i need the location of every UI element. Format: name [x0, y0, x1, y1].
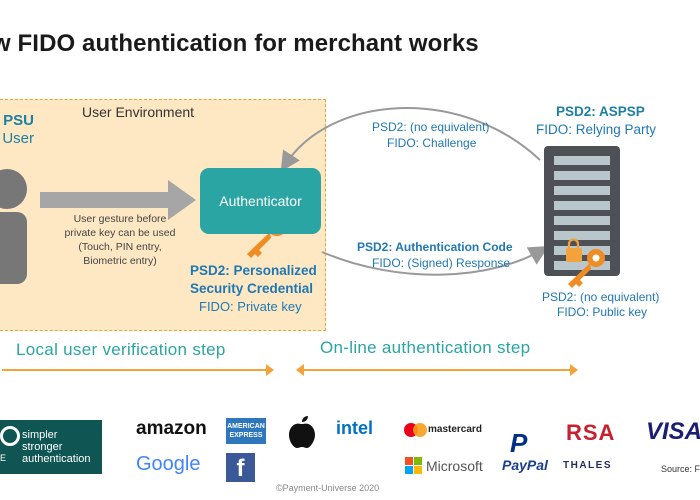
user-label: : User: [0, 130, 35, 147]
gesture-line-2: private key can be used: [64, 227, 176, 239]
mastercard-logo: [404, 423, 427, 437]
fido-line-2: stronger: [22, 441, 63, 453]
microsoft-text: Microsoft: [426, 458, 483, 474]
amex-line-2: EXPRESS: [229, 432, 263, 439]
person-icon: [0, 169, 27, 284]
relying-party-label: FIDO: Relying Party: [536, 122, 657, 137]
server-key-line-2: FIDO: Public key: [557, 305, 648, 319]
mastercard-text: mastercard: [428, 424, 482, 435]
public-key-icon: [566, 238, 605, 288]
facebook-logo: f: [226, 453, 255, 482]
credential-line-3: FIDO: Private key: [199, 299, 302, 314]
gesture-line-4: Biometric entry): [83, 255, 157, 267]
challenge-line-2: FIDO: Challenge: [387, 136, 477, 150]
amazon-logo: amazon: [136, 418, 207, 439]
gesture-arrow: [40, 180, 196, 220]
local-step-label: Local user verification step: [16, 340, 226, 359]
authenticator-box: Authenticator: [200, 168, 321, 234]
psu-label: : PSU: [0, 112, 35, 129]
online-step-arrow: [296, 364, 578, 376]
rsa-logo: RSA: [566, 420, 616, 445]
gesture-line-3: (Touch, PIN entry,: [78, 241, 162, 253]
microsoft-logo: [405, 457, 422, 474]
user-environment-label: User Environment: [82, 104, 195, 120]
aspsp-label: PSD2: ASPSP: [556, 104, 645, 119]
google-logo: Google: [136, 453, 201, 475]
paypal-text: PayPal: [502, 457, 548, 473]
source-note: Source: Fi: [661, 464, 700, 474]
auth-code-line-1: PSD2: Authentication Code: [357, 240, 513, 254]
fido-ring-icon: [0, 426, 20, 446]
fido-logo: E simpler stronger authentication: [0, 420, 102, 474]
fido-line-1: simpler: [22, 429, 58, 441]
response-arrow: [321, 246, 549, 276]
svg-text:P: P: [510, 428, 528, 458]
intel-logo: intel: [336, 418, 374, 438]
server-key-line-1: PSD2: (no equivalent): [542, 290, 660, 304]
local-step-arrow: [2, 364, 274, 376]
gesture-line-1: User gesture before: [73, 213, 167, 225]
amex-logo: AMERICAN EXPRESS: [226, 418, 266, 444]
online-step-label: On-line authentication step: [320, 338, 531, 357]
challenge-line-1: PSD2: (no equivalent): [372, 120, 490, 134]
auth-code-line-2: FIDO: (Signed) Response: [372, 256, 511, 270]
amex-line-1: AMERICAN: [227, 423, 265, 430]
challenge-arrow: [280, 107, 541, 172]
apple-logo: [289, 416, 315, 448]
gesture-description: User gesture before private key can be u…: [56, 212, 184, 268]
thales-logo: THALES: [563, 460, 612, 471]
page-title: w FIDO authentication for merchant works: [0, 30, 479, 57]
fido-mini-text: E: [0, 453, 7, 463]
fido-line-3: authentication: [22, 453, 91, 465]
paypal-logo: P: [510, 428, 528, 458]
credential-line-2: Security Credential: [190, 281, 314, 296]
credential-line-1: PSD2: Personalized: [190, 263, 317, 278]
visa-logo: VISA: [646, 418, 700, 445]
copyright-note: ©Payment-Universe 2020: [276, 483, 380, 493]
